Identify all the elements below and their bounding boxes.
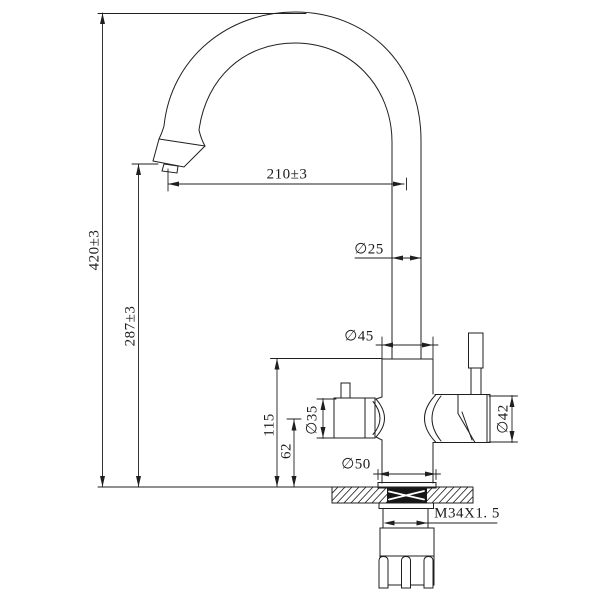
aerator-nozzle: [161, 163, 179, 174]
aerator-line: [158, 138, 206, 147]
dimension-label-handle-axis-height: 62: [278, 443, 295, 459]
right-handle-lever: [468, 332, 484, 369]
dimension-label-thread-spec: M34X1. 5: [434, 505, 500, 522]
dimension-arrows: [100, 13, 515, 526]
right-neck-curve-inner: [431, 395, 442, 442]
dimension-label-overall-height: 420±3: [86, 229, 103, 271]
washer: [378, 502, 434, 509]
right-neck-curve: [424, 394, 437, 443]
dimension-label-right-handle-diameter: ∅42: [495, 404, 512, 434]
dimension-label-tube-diameter: ∅25: [354, 241, 384, 258]
dimension-label-spout-reach: 210±3: [266, 166, 308, 183]
right-handle: [424, 332, 491, 443]
under-counter-assembly: [378, 502, 435, 589]
hatch-left: [332, 487, 387, 504]
dimension-lines: [97, 12, 518, 524]
threaded-shank: [382, 508, 429, 529]
faucet-body: [377, 358, 437, 489]
left-handle: [333, 382, 385, 441]
dimension-label-handle-top-height: 115: [261, 413, 278, 437]
right-handle-lever-stem: [470, 367, 482, 395]
nut-rib: [378, 555, 389, 589]
spout-outline: [152, 11, 422, 360]
spout-outer-edge: [152, 11, 422, 360]
spout-inner-edge: [198, 42, 393, 360]
right-handle-hub: [457, 394, 491, 443]
dimension-label-outlet-height: 287±3: [122, 305, 139, 347]
dimension-label-left-handle-diameter: ∅35: [304, 405, 321, 435]
spout-tip-face: [152, 145, 206, 168]
hatch-right: [427, 487, 473, 504]
left-neck-curve-inner: [372, 401, 381, 435]
dimension-label-base-diameter: ∅50: [341, 456, 371, 473]
left-neck-curve: [375, 398, 385, 438]
dimension-label-body-diameter: ∅45: [344, 328, 374, 345]
nut-rib: [423, 555, 434, 589]
countertop: [331, 487, 474, 504]
left-handle-stem: [340, 382, 351, 399]
nut-rib: [401, 555, 411, 589]
left-handle-hub: [333, 397, 376, 439]
base-plate: [377, 482, 437, 489]
